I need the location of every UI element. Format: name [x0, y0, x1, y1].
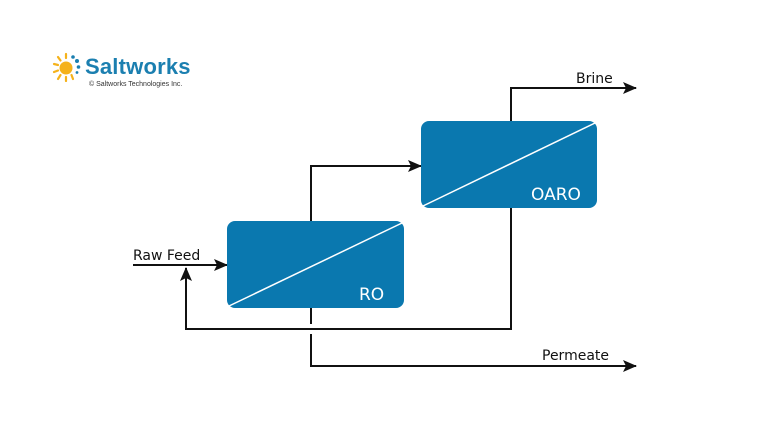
raw-feed-label: Raw Feed — [133, 248, 200, 264]
ro-unit[interactable]: RO — [227, 221, 404, 308]
ro-concentrate-stream — [310, 160, 422, 221]
sun-icon — [52, 52, 81, 83]
logo-copyright: © Saltworks Technologies Inc. — [89, 81, 183, 88]
oaro-unit[interactable]: OARO — [421, 121, 597, 208]
permeate-stream — [310, 334, 637, 372]
oaro-label: OARO — [531, 185, 581, 205]
permeate-label: Permeate — [542, 348, 609, 364]
ro-membrane-line — [228, 222, 403, 307]
recycle-stream — [180, 208, 512, 330]
brine-stream — [510, 82, 637, 121]
logo-wordmark: Saltworks — [85, 54, 191, 79]
ro-label: RO — [359, 285, 384, 305]
saltworks-logo: Saltworks © Saltworks Technologies Inc. — [52, 52, 191, 88]
brine-label: Brine — [576, 71, 613, 87]
oaro-membrane-line — [422, 122, 596, 207]
